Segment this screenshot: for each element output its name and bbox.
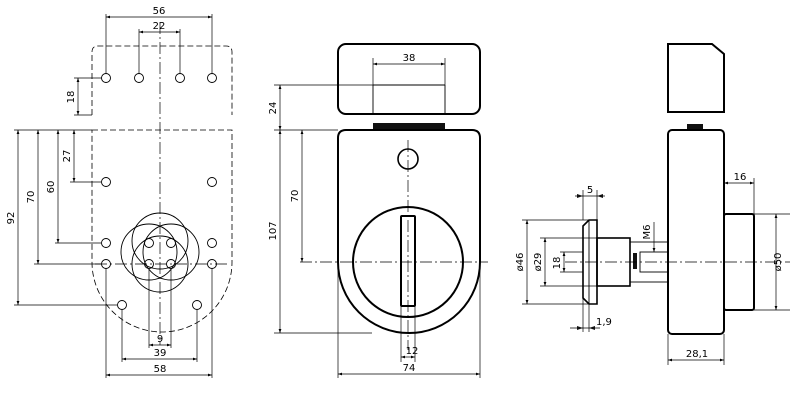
cutout-hole — [144, 238, 154, 248]
plate-hole — [101, 177, 111, 187]
plate-top-holes — [101, 73, 217, 83]
side-cylinder-housing — [723, 213, 755, 311]
dim-92-label: 92 — [6, 212, 17, 225]
dim-18-label: 18 — [66, 91, 77, 104]
cover-bolt-slot — [373, 123, 445, 130]
plate-body-holes — [101, 177, 217, 310]
dim-46-label: ø46 — [515, 253, 526, 272]
plate-hole — [207, 238, 217, 248]
dim-1-9-label: 1,9 — [596, 317, 612, 328]
cylinder-cutout-pattern — [120, 212, 200, 293]
cylinder-side-view: 5 M6 ø46 ø29 18 1,9 — [515, 185, 790, 332]
dim-38-label: 38 — [403, 53, 416, 64]
dim-5-arrow — [577, 194, 583, 198]
plate-hole — [192, 300, 202, 310]
lock-body-outline — [337, 129, 481, 334]
dim-1-9-arrow — [577, 326, 583, 330]
dim-1-9-arrow — [589, 326, 595, 330]
dim-58-label: 58 — [154, 364, 167, 375]
dim-74-label: 74 — [403, 363, 416, 374]
dim-28-1-label: 28,1 — [686, 349, 708, 360]
cylinder-cam — [633, 253, 637, 269]
dim-70-label: 70 — [26, 191, 37, 204]
dim-12-label: 12 — [406, 346, 419, 357]
cutout-circle — [131, 235, 189, 293]
plate-hole — [207, 73, 217, 83]
dim-m6-label: M6 — [642, 225, 653, 240]
dim-60-label: 60 — [46, 181, 57, 194]
plate-hole — [117, 300, 127, 310]
side-cover-outline — [667, 43, 725, 113]
mounting-plate-view: 56 22 18 27 60 70 92 9 39 — [6, 6, 233, 378]
plate-hole — [207, 177, 217, 187]
dim-50-label: ø50 — [773, 253, 784, 272]
side-bolt-tab — [687, 124, 703, 131]
dim-56-label: 56 — [153, 6, 166, 17]
dim-9-label: 9 — [157, 334, 163, 345]
plate-hole — [134, 73, 144, 83]
dim-5-label: 5 — [587, 185, 593, 196]
dim-16-label: 16 — [734, 172, 747, 183]
cutout-hole — [166, 238, 176, 248]
dim-22-label: 22 — [153, 21, 166, 32]
cutout-circle — [131, 212, 189, 270]
lock-right-side-view: 16 ø50 28,1 — [667, 43, 790, 365]
dim-24-label: 24 — [268, 102, 279, 115]
side-body-outline — [667, 129, 725, 335]
mounting-plate-body-outline — [91, 129, 233, 333]
plate-hole — [101, 238, 111, 248]
plate-hole — [175, 73, 185, 83]
dim-18-label-cyl: 18 — [552, 257, 563, 270]
dim-107-label: 107 — [268, 221, 279, 240]
dim-5-arrow — [597, 194, 603, 198]
dim-27-label: 27 — [62, 150, 73, 163]
dim-29-label: ø29 — [533, 253, 544, 272]
dim-39-label: 39 — [154, 348, 167, 359]
dim-70-label-front: 70 — [290, 190, 301, 203]
lock-front-view: 38 24 70 107 12 74 — [268, 43, 488, 378]
mounting-plate-top-outline — [91, 45, 233, 115]
plate-hole — [101, 73, 111, 83]
